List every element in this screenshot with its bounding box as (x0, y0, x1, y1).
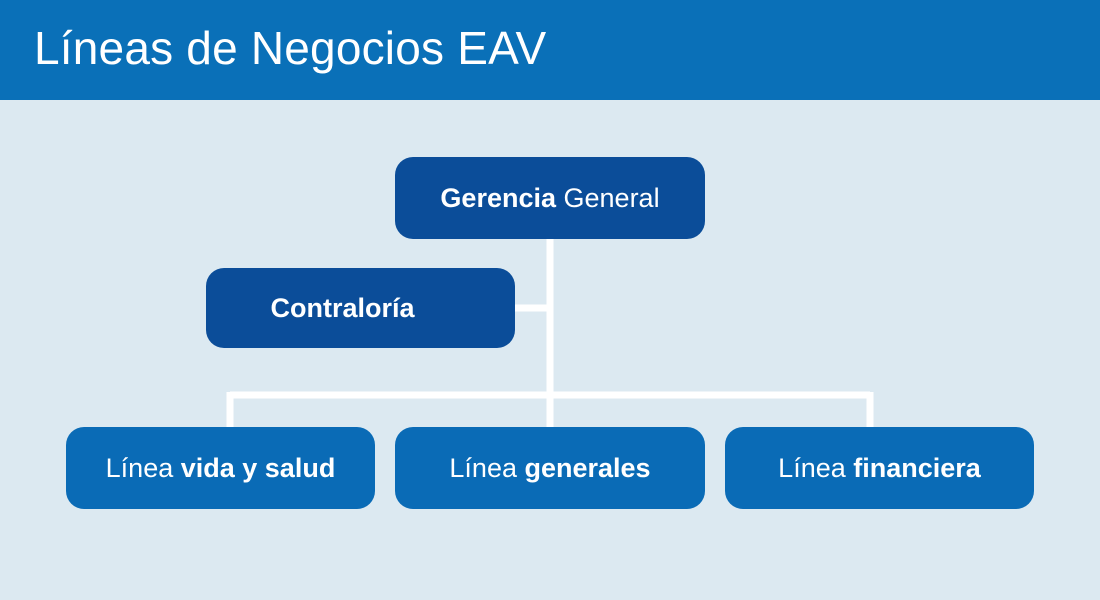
node-label: Línea financiera (778, 453, 981, 484)
title-banner: Líneas de Negocios EAV (0, 0, 1100, 100)
node-linea-generales: Línea generales (395, 427, 705, 509)
node-contraloria: Contraloría (206, 268, 515, 348)
node-label-bold: Contraloría (270, 292, 415, 323)
node-gerencia-general: Gerencia General (395, 157, 705, 239)
node-label-normal: Línea (778, 452, 846, 483)
node-label: Línea vida y salud (106, 453, 336, 484)
page-title: Líneas de Negocios EAV (34, 22, 547, 74)
node-label: Contraloría (270, 293, 450, 324)
node-label: Línea generales (449, 453, 650, 484)
node-linea-vida-salud: Línea vida y salud (66, 427, 375, 509)
node-label-normal: General (563, 182, 660, 213)
node-label-normal: Línea (105, 452, 174, 483)
node-label-bold: Gerencia (440, 182, 556, 213)
node-label-bold: vida y salud (180, 452, 336, 483)
node-label: Gerencia General (440, 183, 659, 214)
node-label-bold: financiera (853, 452, 981, 483)
node-label-bold: generales (524, 452, 651, 483)
node-label-normal: Línea (449, 452, 517, 483)
node-linea-financiera: Línea financiera (725, 427, 1034, 509)
